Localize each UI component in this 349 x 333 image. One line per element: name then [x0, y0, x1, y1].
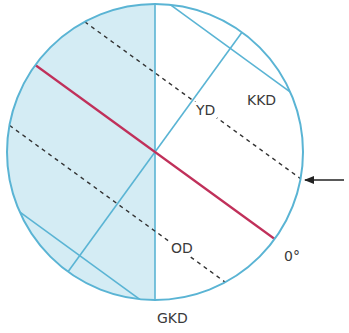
night-side	[7, 4, 155, 300]
region-label: KKD	[245, 92, 278, 108]
arctic-circle	[170, 5, 290, 92]
tropic-of-capricorn	[10, 125, 226, 282]
tropic-of-cancer	[85, 22, 301, 179]
region-label: YD	[194, 102, 217, 118]
equator	[35, 65, 274, 239]
region-label: GKD	[155, 310, 190, 326]
region-label: 0°	[282, 248, 302, 264]
globe-outline	[7, 4, 303, 300]
region-label: OD	[169, 240, 195, 256]
antarctic-circle	[20, 212, 140, 299]
sun-ray-arrow	[305, 179, 344, 181]
